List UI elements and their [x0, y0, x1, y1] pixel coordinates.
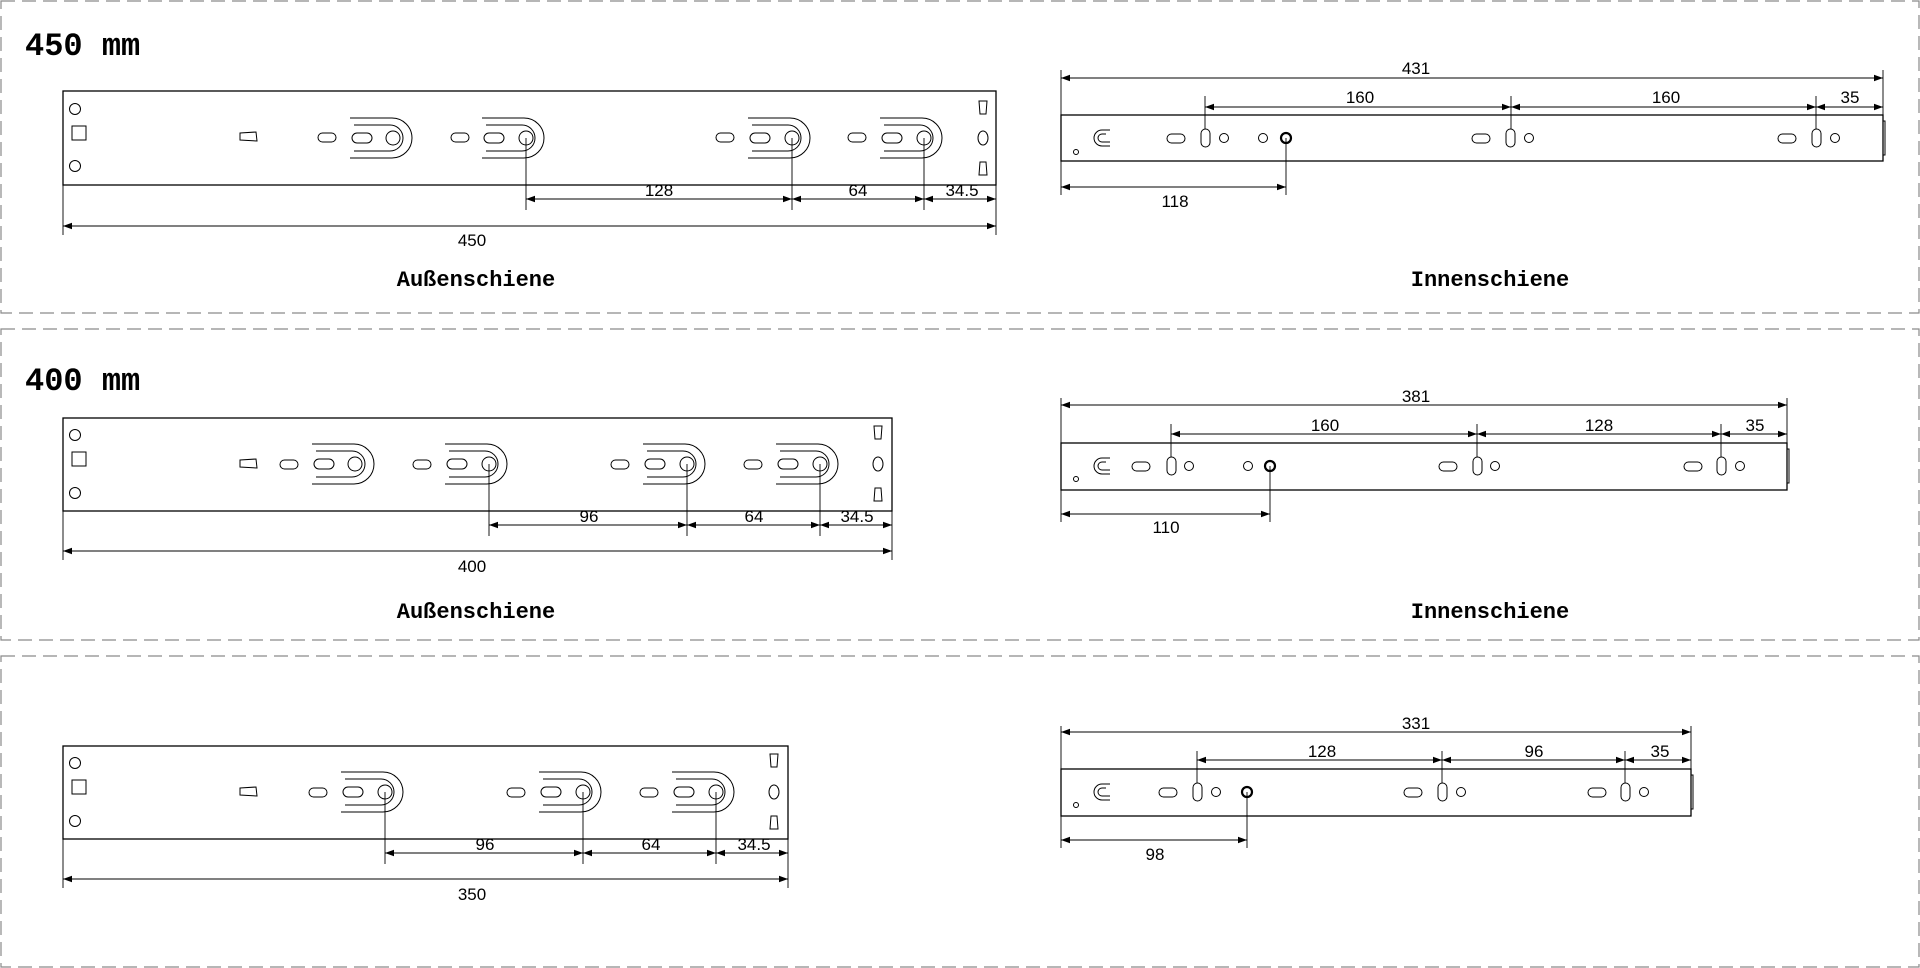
- outer-rail-drawing: [62, 90, 997, 186]
- section-450: 450 mm: [25, 28, 1886, 293]
- dim-label: 160: [1346, 88, 1374, 107]
- dim-label: 400: [458, 557, 486, 576]
- inner-dimensions: 331 128 96 35 98: [1060, 714, 1692, 864]
- outer-rail-label: Außenschiene: [397, 268, 555, 293]
- outer-slot-4: [880, 117, 943, 159]
- outer-dimensions: 96 64 34.5 400: [62, 464, 893, 576]
- inner-dimensions: 381 160 128 35 110: [1060, 387, 1788, 537]
- dim-label: 96: [476, 835, 495, 854]
- dim-label: 160: [1652, 88, 1680, 107]
- inner-rail-label: Innenschiene: [1411, 600, 1569, 625]
- inner-rail-drawing: [1060, 114, 1886, 162]
- dim-label: 118: [1161, 192, 1188, 211]
- dim-label: 64: [849, 181, 868, 200]
- dim-label: 160: [1311, 416, 1339, 435]
- outer-rail-drawing: [62, 745, 789, 840]
- inner-dimensions: 431 160 160 35 118: [1060, 59, 1884, 211]
- outer-rail-drawing: [62, 417, 893, 512]
- inner-rail-drawing: [1060, 768, 1694, 817]
- dim-label: 34.5: [945, 181, 978, 200]
- dim-label: 381: [1402, 387, 1430, 406]
- dim-label: 450: [458, 231, 486, 250]
- outer-slot-1: [341, 771, 404, 813]
- outer-rail-label: Außenschiene: [397, 600, 555, 625]
- section-400: 400 mm: [25, 363, 1790, 625]
- inner-rail-label: Innenschiene: [1411, 268, 1569, 293]
- outer-dimensions: 128 64 34.5 450: [62, 138, 997, 250]
- outer-slot-2: [445, 443, 508, 485]
- outer-slot-3: [672, 771, 735, 813]
- dim-label: 96: [1525, 742, 1544, 761]
- outer-slot-2: [482, 117, 545, 159]
- outer-dimensions: 96 64 34.5 350: [62, 792, 789, 904]
- section-title: 450 mm: [25, 28, 140, 65]
- dim-label: 98: [1146, 845, 1165, 864]
- section-title: 400 mm: [25, 363, 140, 400]
- dim-label: 431: [1402, 59, 1430, 78]
- dim-label: 35: [1841, 88, 1860, 107]
- dim-label: 96: [580, 507, 599, 526]
- inner-rail-drawing: [1060, 442, 1790, 491]
- dim-label: 128: [1308, 742, 1336, 761]
- dim-label: 350: [458, 885, 486, 904]
- dim-label: 35: [1746, 416, 1765, 435]
- dim-label: 128: [645, 181, 673, 200]
- outer-slot-3: [643, 443, 706, 485]
- section-350: 96 64 34.5 350: [62, 714, 1694, 904]
- dim-label: 34.5: [840, 507, 873, 526]
- outer-slot-2: [539, 771, 602, 813]
- dim-label: 128: [1585, 416, 1613, 435]
- outer-slot-1: [312, 443, 375, 485]
- dim-label: 34.5: [737, 835, 770, 854]
- outer-slot-3: [748, 117, 811, 159]
- dim-label: 110: [1152, 518, 1179, 537]
- dim-label: 64: [642, 835, 661, 854]
- dim-label: 331: [1402, 714, 1430, 733]
- outer-slot-1: [350, 117, 413, 159]
- dim-label: 64: [745, 507, 764, 526]
- dim-label: 35: [1651, 742, 1670, 761]
- outer-slot-4: [776, 443, 839, 485]
